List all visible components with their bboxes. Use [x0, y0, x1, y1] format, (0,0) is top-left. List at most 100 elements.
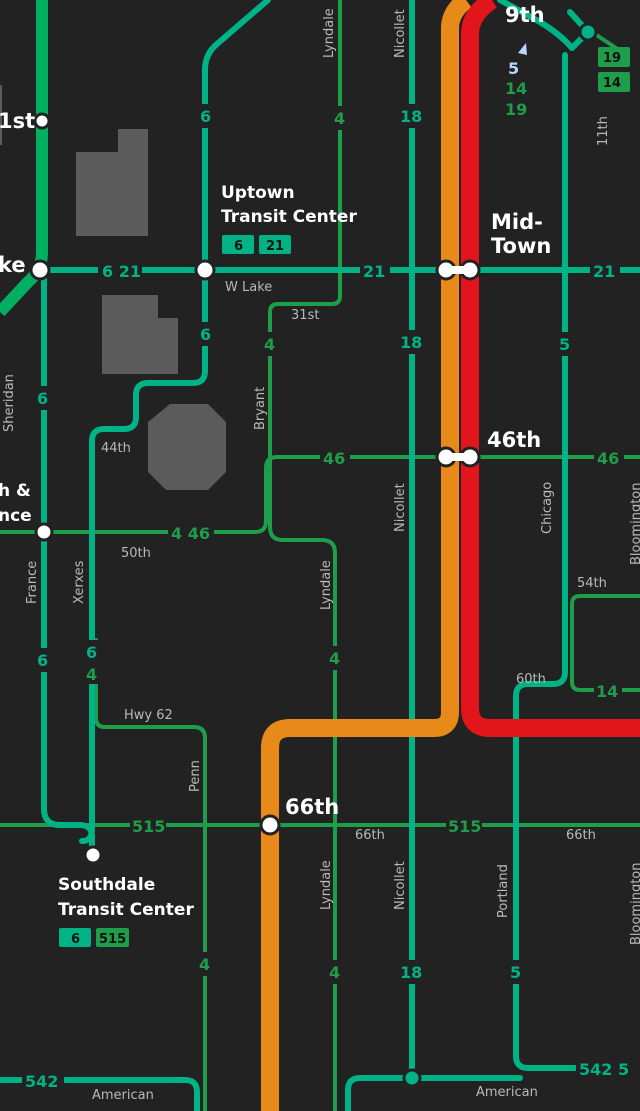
label-515-a: 515	[132, 817, 165, 836]
building-lake-west	[102, 295, 178, 374]
station-label-66th: 66th	[285, 795, 339, 819]
station-label-9th: 9th	[505, 3, 545, 27]
street-31st: 31st	[291, 308, 319, 323]
street-chicago: Chicago	[540, 482, 555, 534]
label-9th-19: 19	[505, 100, 527, 119]
building-44th	[148, 404, 226, 490]
badge-9th-19: 19	[603, 51, 621, 66]
station-1st[interactable]	[33, 112, 51, 130]
buildings	[0, 85, 226, 490]
street-50th: 50th	[121, 546, 151, 561]
street-sheridan: Sheridan	[2, 374, 17, 432]
label-4-d: 4	[329, 963, 340, 982]
street-penn: Penn	[188, 760, 203, 792]
label-515-b: 515	[448, 817, 481, 836]
label-4-46: 4 46	[171, 524, 210, 543]
building-edge	[0, 85, 2, 145]
street-54th: 54th	[577, 576, 607, 591]
label-9th-5: 5	[508, 59, 519, 78]
street-w-lake: W Lake	[225, 280, 272, 295]
route-542-line	[0, 1077, 200, 1111]
station-label-southdale-2: Transit Center	[58, 900, 194, 920]
badge-uptown-21-bg	[259, 235, 291, 254]
badge-southdale-515-bg	[96, 928, 129, 947]
route-14-line	[570, 594, 640, 692]
label-6-21: 6 21	[102, 262, 141, 281]
street-american-a: American	[92, 1088, 154, 1103]
station-label-46th: 46th	[487, 428, 541, 452]
label-4-b: 4	[264, 335, 275, 354]
badge-uptown-6-bg	[222, 235, 254, 254]
station-connectors	[446, 266, 470, 461]
station-label-lake: ke	[0, 253, 26, 277]
street-american-b: American	[476, 1085, 538, 1100]
station-uptown[interactable]	[194, 259, 216, 281]
label-6-e: 6	[86, 643, 97, 662]
badge-9th-14: 14	[603, 76, 621, 91]
badge-uptown-6: 6	[234, 239, 243, 254]
label-6-d: 6	[37, 651, 48, 670]
label-542-a: 542	[25, 1072, 58, 1091]
street-xerxes: Xerxes	[72, 560, 87, 604]
route-46-line	[0, 455, 640, 534]
building-uptown	[76, 129, 148, 236]
street-nicollet-b: Nicollet	[393, 483, 408, 532]
badge-southdale-515: 515	[99, 932, 126, 947]
street-france: France	[25, 561, 40, 604]
station-label-france-2: nce	[0, 506, 32, 526]
street-11th: 11th	[596, 116, 611, 146]
street-lyndale-a: Lyndale	[322, 8, 337, 58]
label-46-a: 46	[323, 449, 345, 468]
route-4-line	[268, 0, 342, 1111]
route-5-line	[513, 52, 640, 1071]
station-label-1st: 1st	[0, 109, 35, 133]
station-france[interactable]	[34, 522, 54, 542]
street-hwy62: Hwy 62	[124, 708, 173, 723]
street-nicollet-c: Nicollet	[393, 861, 408, 910]
station-label-france-1: h &	[0, 481, 31, 501]
route-6-france-line	[41, 267, 95, 855]
label-18-c: 18	[400, 963, 422, 982]
badge-southdale-6-bg	[59, 928, 91, 947]
street-bloomington-a: Bloomington	[629, 483, 640, 566]
street-66th-b: 66th	[566, 828, 596, 843]
stop-9th-chicago[interactable]	[578, 22, 598, 42]
station-label-midtown-2: Town	[491, 234, 551, 258]
street-nicollet-a: Nicollet	[393, 9, 408, 58]
label-46-b: 46	[597, 449, 619, 468]
street-bloomington-b: Bloomington	[629, 863, 640, 946]
label-4-e: 4	[86, 665, 97, 684]
label-6-c: 6	[37, 389, 48, 408]
station-labels: 9th Mid- Town 46th 66th Uptown Transit C…	[0, 3, 551, 920]
route-18-line	[345, 0, 415, 1111]
label-6-b: 6	[200, 325, 211, 344]
label-6-a: 6	[200, 107, 211, 126]
station-label-uptown-1: Uptown	[221, 183, 295, 203]
label-18-b: 18	[400, 333, 422, 352]
label-5-b: 5	[510, 963, 521, 982]
station-66th[interactable]	[259, 814, 281, 836]
street-60th: 60th	[516, 672, 546, 687]
label-4-a: 4	[334, 109, 345, 128]
label-542-5: 542 5	[579, 1060, 629, 1079]
street-lyndale-b: Lyndale	[319, 560, 334, 610]
street-66th-a: 66th	[355, 828, 385, 843]
red-line	[461, 0, 640, 737]
route-hwy62-line	[94, 638, 207, 1111]
station-label-midtown-1: Mid-	[491, 210, 543, 234]
station-lake[interactable]	[29, 259, 51, 281]
label-21-a: 21	[363, 262, 385, 281]
label-18-a: 18	[400, 107, 422, 126]
direction-arrow-icon	[518, 43, 527, 55]
station-southdale[interactable]	[83, 845, 103, 865]
street-portland: Portland	[496, 864, 511, 918]
label-5-a: 5	[559, 335, 570, 354]
stop-american-nicollet[interactable]	[402, 1068, 422, 1088]
station-badges: 6 21 6 515	[59, 235, 291, 947]
street-44th: 44th	[101, 441, 131, 456]
badges-9th: 19 14	[598, 47, 630, 92]
route-9th-loop	[497, 0, 591, 51]
